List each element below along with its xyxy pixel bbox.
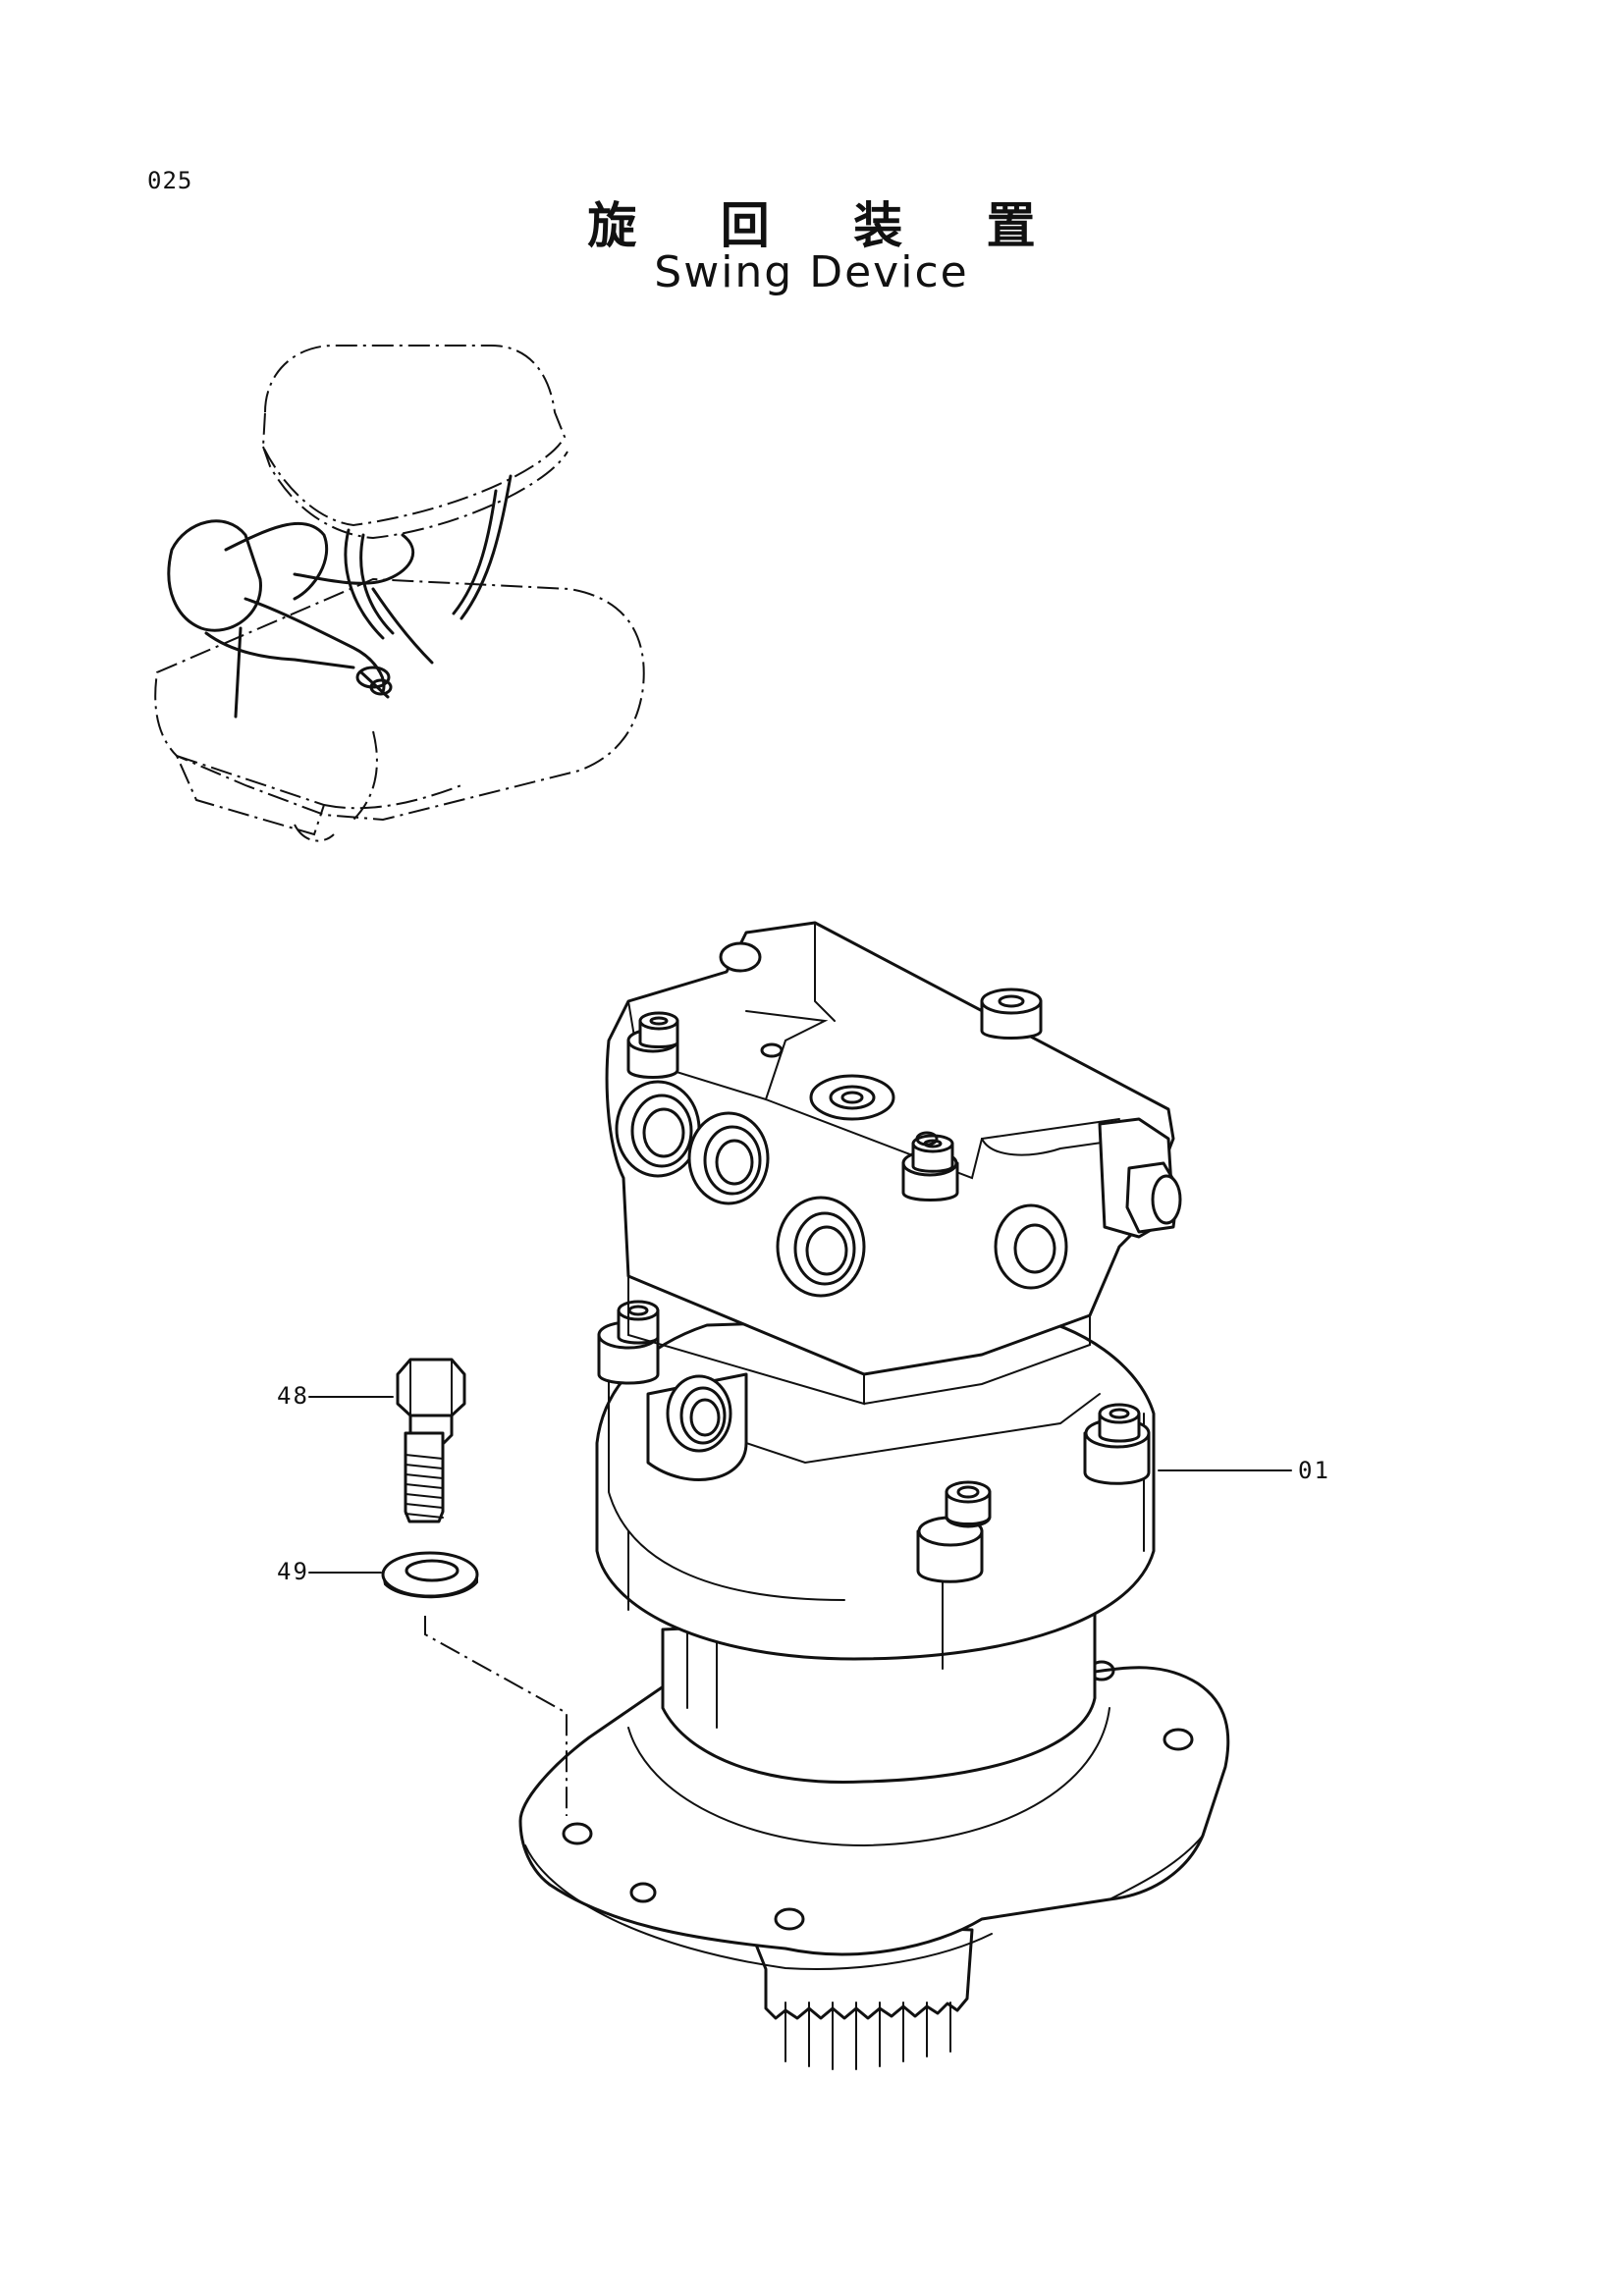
- page-number: 025: [147, 167, 193, 194]
- washer-49: [381, 1551, 479, 1599]
- swing-device-assembly-01: [518, 921, 1230, 2070]
- hex-bolt-48: [396, 1358, 466, 1523]
- callout-label-01: 01: [1298, 1457, 1330, 1484]
- page-title-japanese: 旋 回 装 置: [587, 197, 1069, 254]
- install-path-line: [424, 1616, 568, 1816]
- callout-leaders: [308, 1396, 1292, 1816]
- callout-label-49: 49: [277, 1558, 309, 1585]
- callout-label-48: 48: [277, 1382, 309, 1410]
- machine-location-illustration: [154, 345, 645, 842]
- page-title-english: Swing Device: [654, 247, 969, 297]
